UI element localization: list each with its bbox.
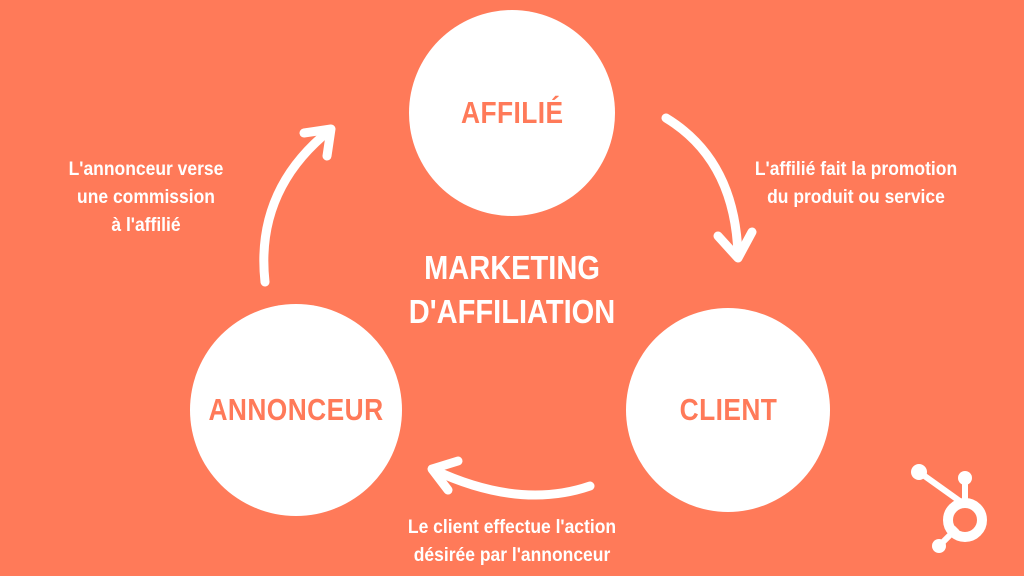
node-client: CLIENT <box>626 308 830 512</box>
edge-label-line: à l'affilié <box>111 215 181 236</box>
arrow-annonceur-to-affilie-head <box>299 124 336 161</box>
edge-label-affilie-to-client: L'affilié fait la promotion du produit o… <box>727 156 985 212</box>
edge-label-line: une commission <box>77 187 215 208</box>
arrow-client-to-annonceur-head <box>427 456 463 495</box>
edge-label-line: du produit ou service <box>767 187 945 208</box>
node-client-label: CLIENT <box>679 392 777 427</box>
edge-label-line: L'annonceur verse <box>68 159 224 180</box>
edge-label-annonceur-to-affilie: L'annonceur verse une commission à l'aff… <box>45 156 247 240</box>
edge-label-line: Le client effectue l'action <box>407 517 617 538</box>
arrow-affilie-to-client-head <box>713 227 757 263</box>
arrow-annonceur-to-affilie <box>259 125 335 287</box>
arrow-affilie-to-client <box>661 113 743 260</box>
hubspot-sprocket-icon <box>911 464 987 553</box>
node-affilie: AFFILIÉ <box>409 10 615 216</box>
diagram-title: MARKETING D'AFFILIATION <box>380 246 644 334</box>
edge-label-line: L'affilié fait la promotion <box>754 159 958 180</box>
node-annonceur: ANNONCEUR <box>190 304 402 516</box>
title-line-1: MARKETING <box>424 249 600 286</box>
title-line-2: D'AFFILIATION <box>408 293 616 330</box>
arrow-client-to-annonceur <box>429 465 595 500</box>
node-annonceur-label: ANNONCEUR <box>208 392 384 427</box>
node-affilie-label: AFFILIÉ <box>460 95 564 130</box>
edge-label-line: désirée par l'annonceur <box>413 545 611 566</box>
edge-label-client-to-annonceur: Le client effectue l'action désirée par … <box>374 514 650 570</box>
